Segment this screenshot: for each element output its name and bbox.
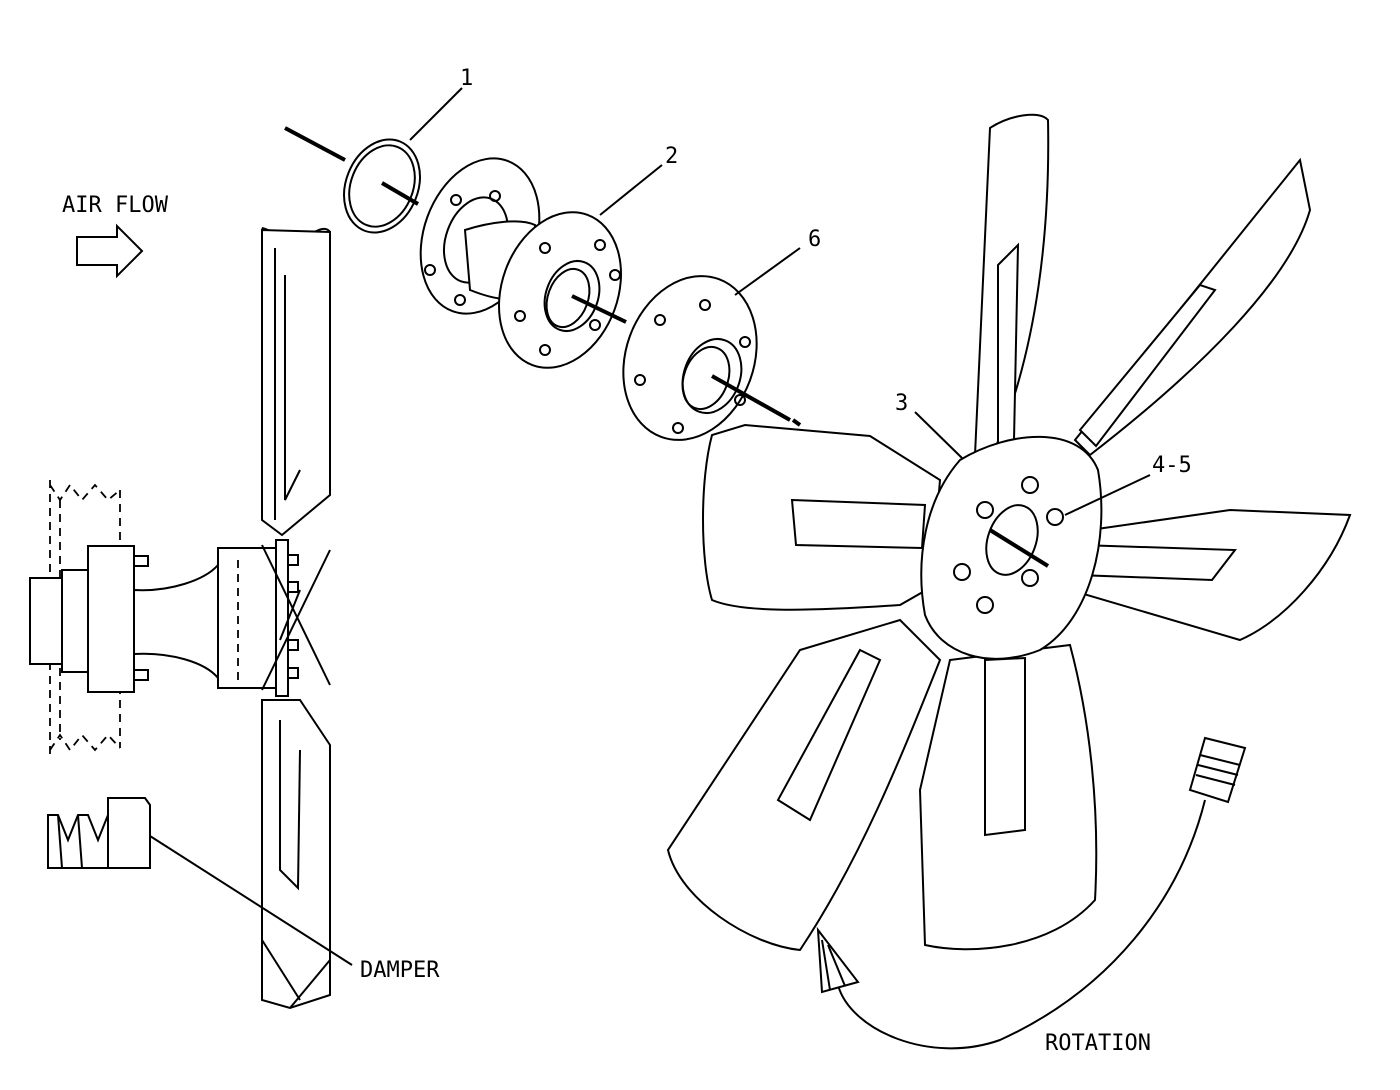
part-3-label: 3 [895,391,908,416]
rotation-arrow [816,736,1247,1050]
side-view-assembly [29,227,332,1010]
damper-label: DAMPER [360,958,440,983]
part-4-5-label: 4-5 [1152,453,1192,478]
part-6-spacer [622,275,802,441]
part-2-adapter [419,157,627,369]
rotation-label: ROTATION [1045,1031,1151,1056]
part-2-label: 2 [665,144,678,169]
leader-lines [149,87,1151,966]
part-1-ring [284,126,421,234]
fan-front-view [666,113,1352,952]
part-6-label: 6 [808,227,821,252]
part-1-label: 1 [460,66,473,91]
air-flow-arrow [76,223,144,279]
air-flow-label: AIR FLOW [62,193,169,218]
